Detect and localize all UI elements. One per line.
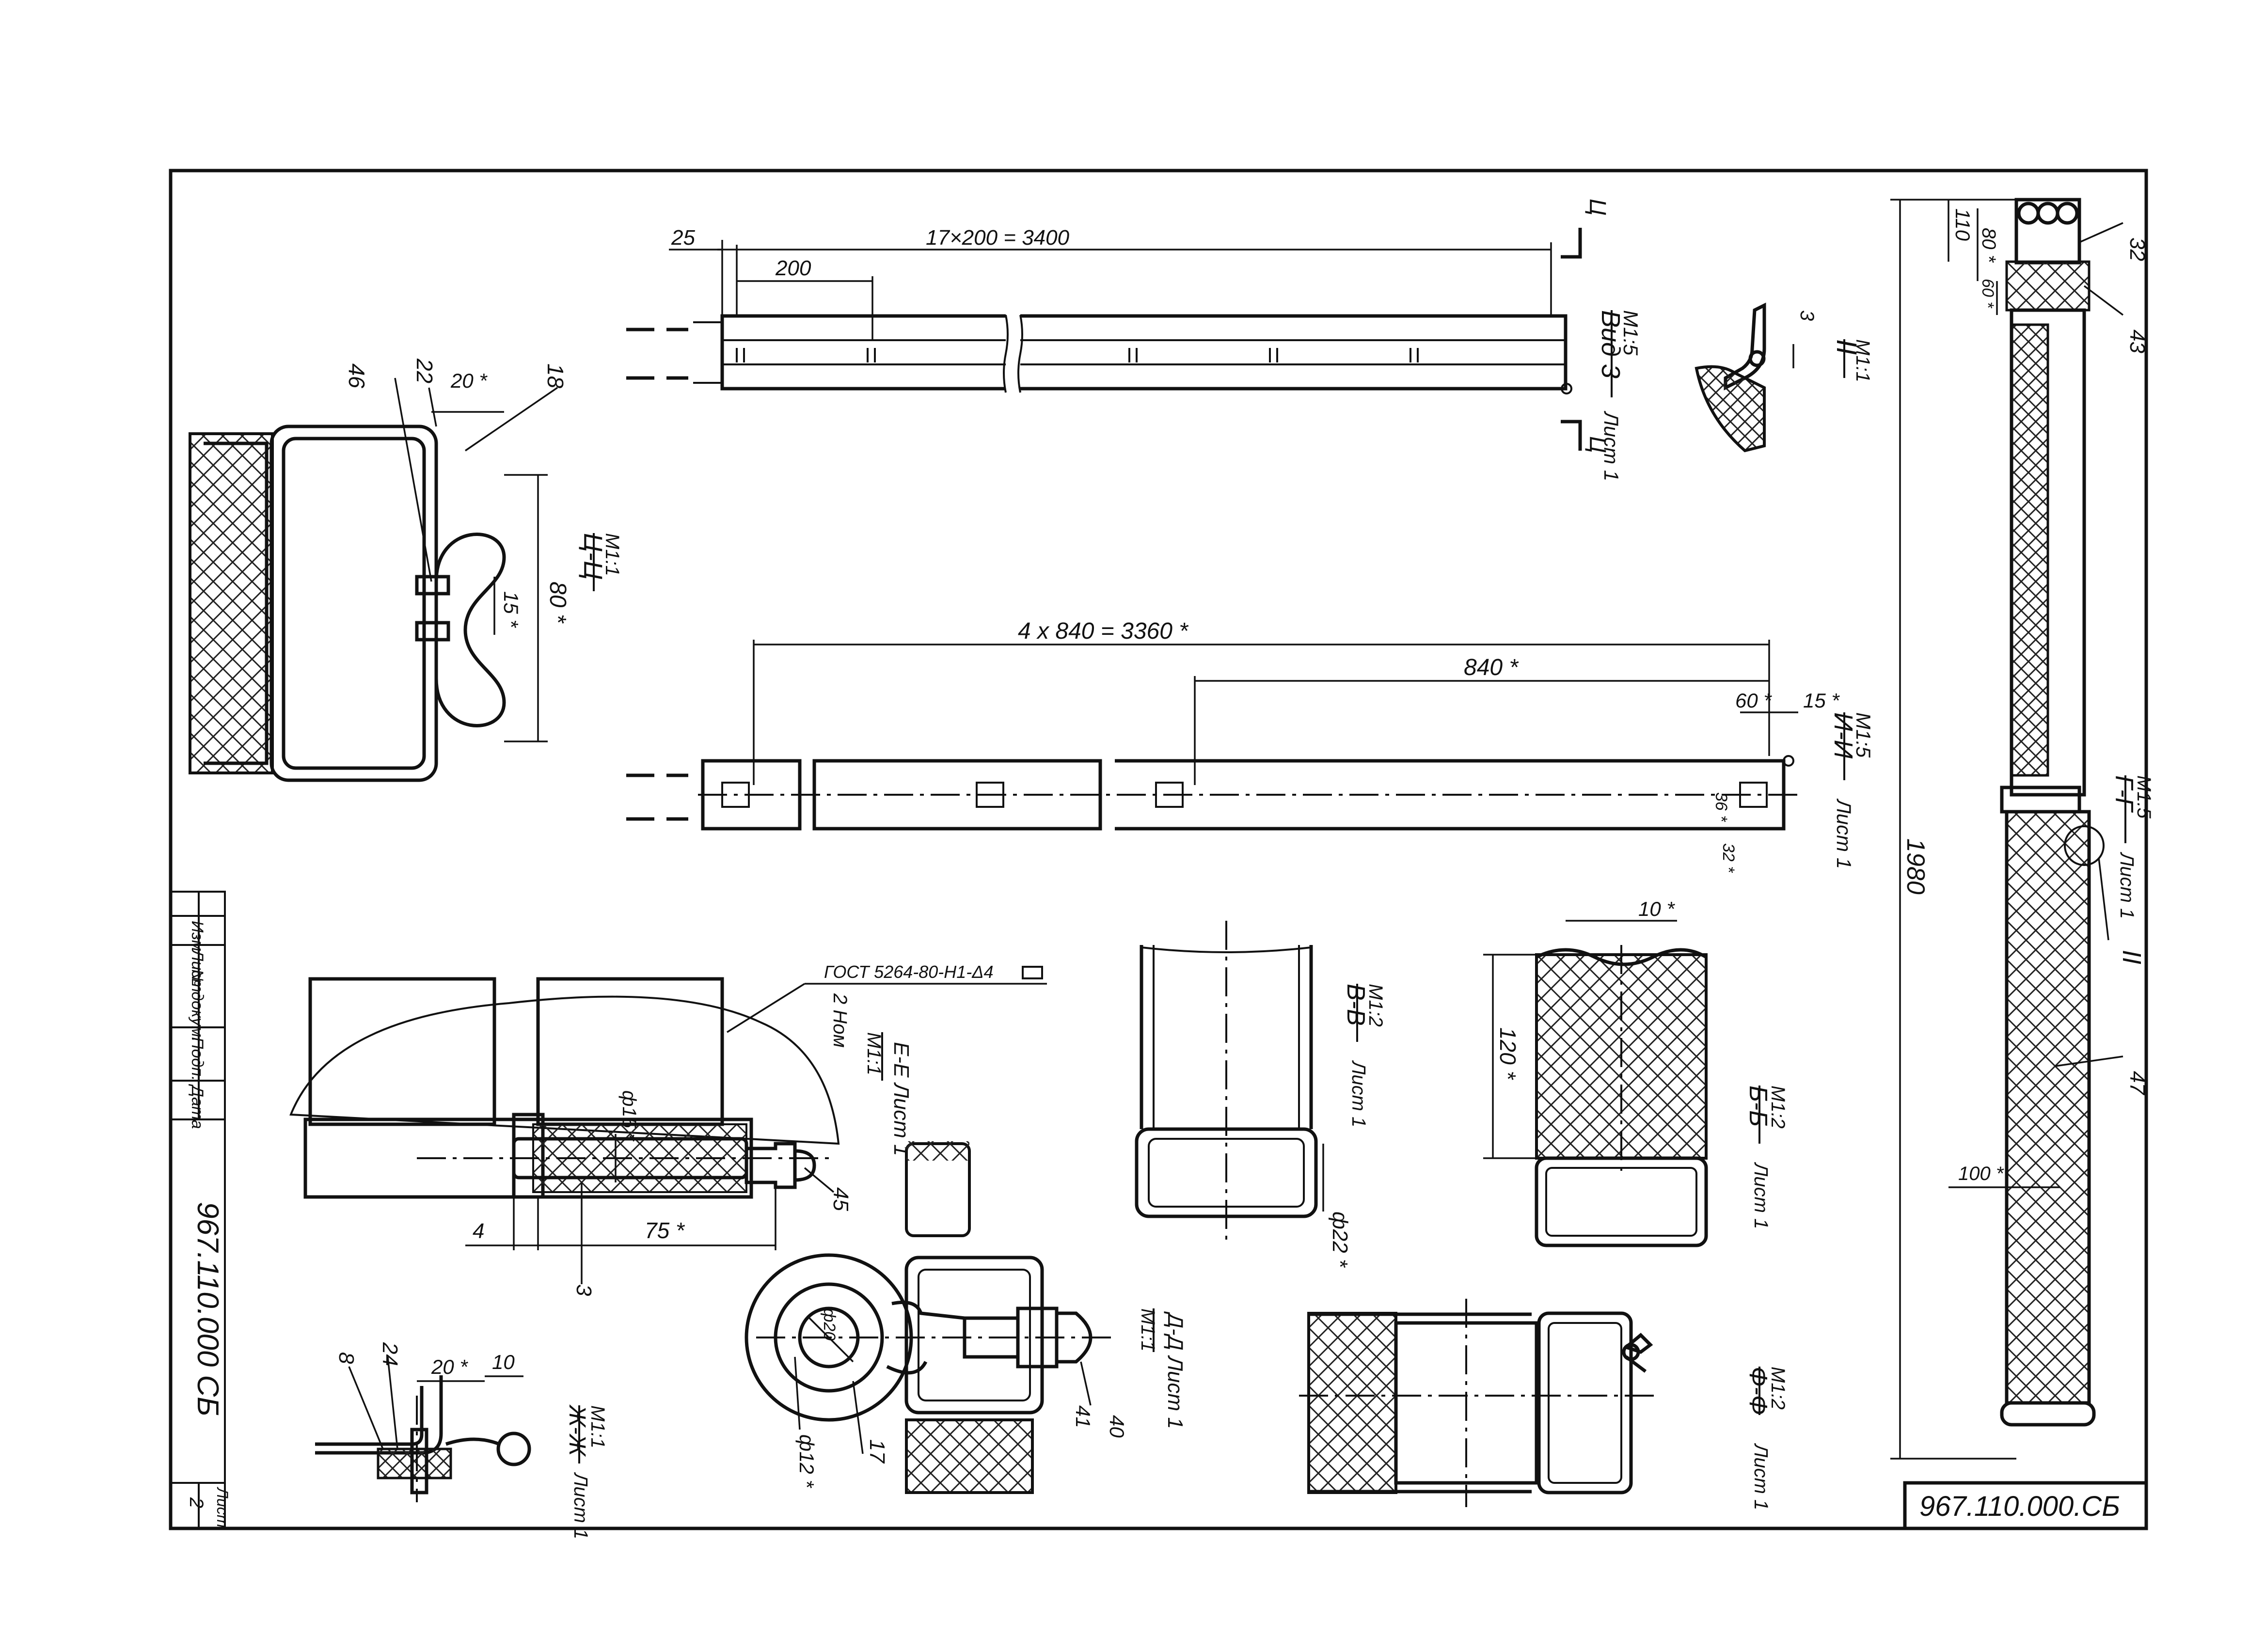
vv-title: В-В [1342,984,1370,1026]
ii-dim-small-b: 32 * [1719,843,1738,873]
section-ff: Ф-Ф М1:2 Лист 1 [1299,1299,1789,1510]
view-3: 25 17×200 = 3400 200 Ц Ц Вид 3 М1:5 Лист… [626,199,1642,481]
ii-scale: М1:5 [1852,712,1875,758]
section-dd: ф20 ф12 * 17 41 40 Д-Д Лист 1 М1:1 [744,1141,1187,1494]
bb-dim-height: 120 * [1495,1027,1521,1081]
zhzh-callout-8: 8 [334,1352,358,1364]
gg-callout-43: 43 [2125,330,2149,353]
ii-dim-small-a: 36 * [1712,792,1730,822]
cc-dim-height: 80 * [545,582,570,624]
gg-sheet: Лист 1 [2116,851,2138,919]
sheet-frame [169,169,2148,1530]
zhzh-sheet: Лист 1 [570,1472,591,1539]
bb-sheet: Лист 1 [1750,1162,1772,1229]
node-ii: 3 II М1:1 [1695,302,1873,453]
ff-title: Ф-Ф [1744,1367,1772,1415]
node-scale: М1:1 [1852,339,1873,382]
cc-callout-18: 18 [543,363,568,389]
bb-scale: М1:2 [1767,1086,1789,1129]
ee-dim-offset: 4 [473,1219,484,1243]
v3-scale: М1:5 [1619,310,1642,356]
ee-standard: ГОСТ 5264-80-Н1-Δ4 [824,962,993,982]
zhzh-dim-a: 20 * [431,1355,468,1378]
ee-weld-mark [1022,966,1043,979]
vv-scale: М1:2 [1365,984,1386,1027]
gg-callout-47: 47 [2125,1071,2149,1095]
section-bb: 10 * 120 * Б-Б М1:2 Лист 1 [1483,897,1789,1247]
node-dim-thk: 3 [1796,310,1818,321]
v3-cut-mark-top: Ц [1584,199,1610,216]
v3-dim-total: 17×200 = 3400 [926,226,1070,250]
gg-dim-length: 1980 [1901,838,1930,895]
v3-cut-mark-bottom: Ц [1584,436,1610,453]
dd-scale: М1:1 [1137,1308,1158,1352]
title-block [1903,1481,2148,1530]
ii-sheet: Лист 1 [1833,798,1855,869]
v3-dim-step: 200 [775,256,811,280]
ee-title: Е-Е Лист 1 [889,1042,913,1156]
stamp-cell-date: Дата [188,1084,206,1129]
ff-scale: М1:2 [1767,1367,1789,1410]
cc-callout-22: 22 [412,358,437,383]
bb-dim-gap: 10 * [1638,897,1675,920]
cc-callout-46: 46 [344,363,369,389]
dd-callout-40: 40 [1106,1415,1128,1438]
gg-dim-top-b: 80 * [1978,228,1999,263]
dd-dim-outer: ф12 * [795,1434,818,1488]
section-cc: 46 22 18 20 * 80 * 15 * Ц-Ц М1:1 [189,358,623,782]
cc-dim-width: 20 * [450,369,488,392]
ee-dim-dia: ф15 * [618,1090,640,1142]
stamp-cell-list: Лист [188,949,206,992]
ee-dim-length: 75 * [645,1218,685,1243]
ii-dim-total: 4 х 840 = 3360 * [1018,618,1188,644]
dd-callout-41: 41 [1072,1405,1094,1428]
ii-dim-end-a: 60 * [1735,689,1772,712]
ee-callout-3: 3 [572,1284,596,1296]
gg-dim-top: 110 [1951,208,1974,241]
stamp-cell-podp: Подп. [188,1037,206,1081]
dd-title: Д-Д Лист 1 [1163,1311,1187,1429]
ff-sheet: Лист 1 [1750,1443,1772,1510]
dd-callout-17: 17 [865,1439,889,1463]
zhzh-title: Ж-Ж [564,1404,590,1457]
v3-sheet: Лист 1 [1600,410,1623,481]
v3-dim-edge: 25 [671,226,695,250]
ee-sheet: 2 Ном [829,993,851,1048]
stamp-sheet-label: Лист [214,1487,231,1527]
ee-callout-45: 45 [829,1187,853,1211]
zhzh-callout-24: 24 [378,1342,402,1366]
bb-title: Б-Б [1744,1086,1772,1127]
gg-dim-top-c: 60 * [1979,279,1997,309]
cc-dim-gap: 15 * [500,591,523,628]
ee-scale: М1:1 [863,1032,885,1075]
gg-scale: М1:5 [2133,775,2154,819]
dd-dim-inner: ф20 [820,1308,839,1340]
side-drawing-number: 967.110.000 СБ [191,1202,224,1416]
section-ii: 4 х 840 = 3360 * 840 * 60 * 15 * 36 * 32… [626,618,1875,873]
cc-scale: М1:1 [602,533,623,576]
vv-sheet: Лист 1 [1348,1060,1369,1127]
gg-dim-width: 100 * [1958,1163,2004,1184]
stamp-sheet-number: 2 [186,1497,207,1508]
gg-title: Г-Г [2110,775,2138,813]
zhzh-dim-b: 10 [492,1351,515,1373]
gg-callout-32: 32 [2125,237,2149,261]
section-gg: 1980 110 80 * 60 * 100 * 32 43 47 Г-Г М1… [1890,198,2154,1460]
stamp-cell-izm: Изм [188,921,206,951]
node-title: II [1831,339,1862,355]
section-ee: 4 75 * ф15 * ГОСТ 5264-80-Н1-Δ4 45 3 2 Н… [289,962,1047,1296]
section-zhzh: 8 24 20 * 10 Ж-Ж М1:1 Лист 1 [315,1342,608,1539]
zhzh-scale: М1:1 [587,1405,608,1448]
drawing-number: 967.110.000.СБ [1919,1491,2120,1522]
stamp-cell-doc: № докум. [188,969,206,1042]
vv-dim-dia: ф22 * [1328,1211,1352,1268]
gg-node-mark: II [2117,950,2146,964]
section-vv: ф22 * В-В М1:2 Лист 1 [1135,921,1386,1268]
ii-dim-end-b: 15 * [1803,689,1840,712]
ii-dim-step: 840 * [1464,655,1519,680]
